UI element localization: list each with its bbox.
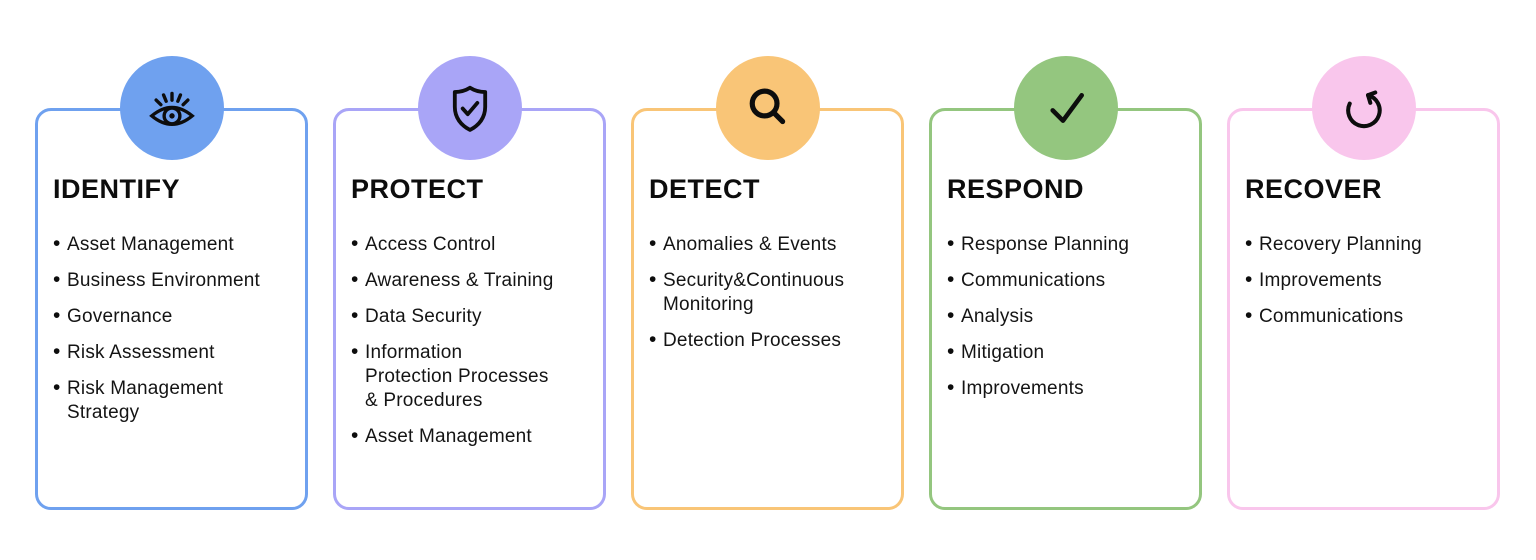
phase-title: IDENTIFY (53, 174, 181, 204)
phase-badge-recover (1311, 56, 1416, 160)
list-item: Risk Assessment (53, 340, 290, 365)
shield-check-icon (452, 85, 487, 132)
magnifier-icon (749, 88, 785, 125)
list-item: Asset Management (53, 232, 290, 257)
list-item: Governance (53, 304, 290, 329)
phase-badge-protect (417, 56, 522, 160)
phase-card-identify: IDENTIFY Asset Management Business Envir… (35, 56, 308, 510)
list-item: Communications (947, 268, 1184, 293)
rotate-ccw-icon (1345, 90, 1382, 129)
phase-card-detect: DETECT Anomalies & Events Security&Conti… (631, 56, 904, 510)
list-item: Data Security (351, 304, 588, 329)
list-item: Analysis (947, 304, 1184, 329)
checkmark-icon (1049, 93, 1084, 123)
list-item: Response Planning (947, 232, 1184, 257)
phase-card-recover: RECOVER Recovery Planning Improvements C… (1227, 56, 1500, 510)
list-item: Improvements (1245, 268, 1482, 293)
list-item: Risk Management Strategy (53, 376, 290, 425)
phase-item-list: Recovery Planning Improvements Communica… (1245, 232, 1482, 329)
list-item: Access Control (351, 232, 588, 257)
phase-card-protect: PROTECT Access Control Awareness & Train… (333, 56, 606, 510)
phase-item-list: Response Planning Communications Analysi… (947, 232, 1184, 401)
list-item: Improvements (947, 376, 1184, 401)
phase-title: RECOVER (1245, 174, 1383, 204)
phase-item-list: Anomalies & Events Security&Continuous M… (649, 232, 886, 353)
phase-title: RESPOND (947, 174, 1085, 204)
phase-card-respond: RESPOND Response Planning Communications… (929, 56, 1202, 510)
list-item: Anomalies & Events (649, 232, 886, 257)
list-item: Mitigation (947, 340, 1184, 365)
phase-title: DETECT (649, 174, 760, 204)
list-item: Asset Management (351, 424, 588, 449)
list-item: Awareness & Training (351, 268, 588, 293)
list-item: Recovery Planning (1245, 232, 1482, 257)
phase-item-list: Asset Management Business Environment Go… (53, 232, 290, 425)
list-item: Business Environment (53, 268, 290, 293)
list-item: Security&Continuous Monitoring (649, 268, 886, 317)
phase-badge-respond (1013, 56, 1118, 160)
phase-badge-detect (715, 56, 820, 160)
eye-icon (148, 91, 195, 126)
framework-board: IDENTIFY Asset Management Business Envir… (35, 56, 1500, 510)
phase-item-list: Access Control Awareness & Training Data… (351, 232, 588, 449)
list-item: Communications (1245, 304, 1482, 329)
list-item: Detection Processes (649, 328, 886, 353)
phase-badge-identify (119, 56, 224, 160)
phase-title: PROTECT (351, 174, 484, 204)
list-item: Information Protection Processes & Proce… (351, 340, 588, 413)
